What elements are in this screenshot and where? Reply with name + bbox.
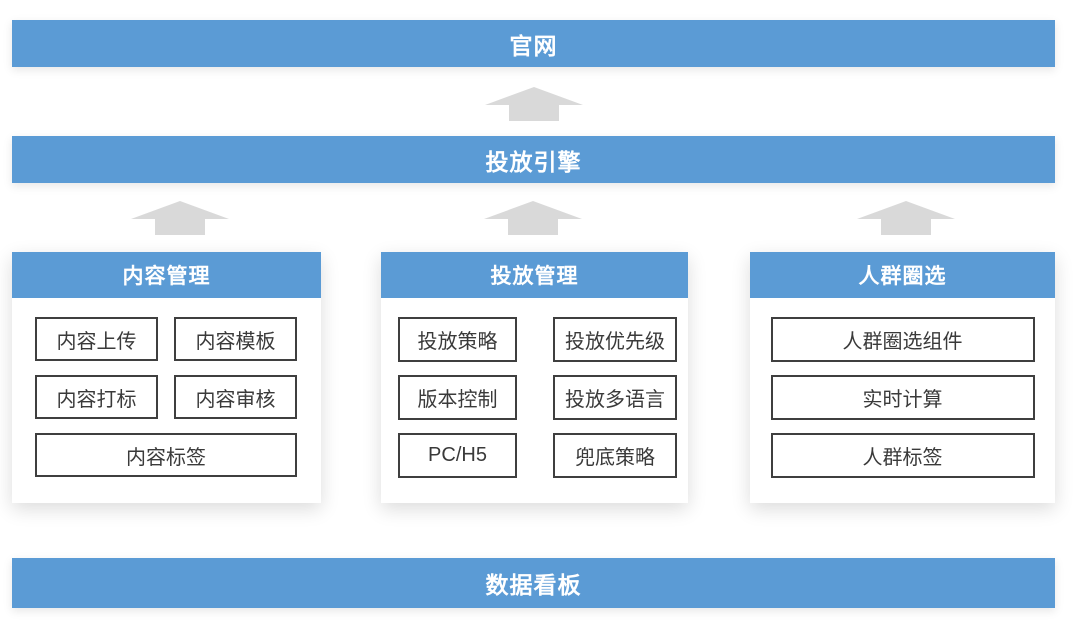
box-version-control: 版本控制 [398, 375, 517, 420]
content-management-column: 内容管理 内容上传 内容模板 内容打标 内容审核 内容标签 [12, 252, 321, 503]
box-delivery-multilanguage: 投放多语言 [553, 375, 677, 420]
box-delivery-priority: 投放优先级 [553, 317, 677, 362]
box-delivery-strategy: 投放策略 [398, 317, 517, 362]
delivery-management-body: 投放策略 投放优先级 版本控制 投放多语言 PC/H5 兜底策略 [381, 298, 688, 478]
audience-selection-column: 人群圈选 人群圈选组件 实时计算 人群标签 [750, 252, 1055, 503]
box-pc-h5: PC/H5 [398, 433, 517, 478]
arrow-stem [881, 219, 931, 235]
column-title: 内容管理 [122, 265, 211, 288]
arrow-stem [155, 219, 205, 235]
arrow-stem [509, 105, 559, 121]
up-arrow-icon [485, 87, 583, 121]
up-arrow-icon [484, 201, 582, 235]
column-title: 人群圈选 [858, 265, 947, 288]
box-realtime-computing: 实时计算 [770, 375, 1035, 420]
box-content-label: 内容标签 [35, 433, 297, 477]
box-audience-label: 人群标签 [770, 433, 1035, 478]
up-arrow-icon [857, 201, 955, 235]
audience-selection-header: 人群圈选 [750, 252, 1055, 298]
arrow-head [485, 87, 583, 105]
delivery-engine-bar: 投放引擎 [12, 136, 1055, 183]
content-management-body: 内容上传 内容模板 内容打标 内容审核 内容标签 [12, 298, 321, 477]
box-content-review: 内容审核 [174, 375, 297, 419]
data-dashboard-bar: 数据看板 [12, 558, 1055, 608]
arrow-stem [508, 219, 558, 235]
audience-selection-body: 人群圈选组件 实时计算 人群标签 [750, 298, 1055, 478]
box-content-template: 内容模板 [174, 317, 297, 361]
content-management-header: 内容管理 [12, 252, 321, 298]
official-site-label: 官网 [509, 32, 558, 59]
box-fallback-strategy: 兜底策略 [553, 433, 677, 478]
column-title: 投放管理 [490, 265, 579, 288]
box-content-tagging: 内容打标 [35, 375, 158, 419]
delivery-management-header: 投放管理 [381, 252, 688, 298]
arrow-head [484, 201, 582, 219]
box-audience-selection-component: 人群圈选组件 [770, 317, 1035, 362]
arrow-head [857, 201, 955, 219]
box-content-upload: 内容上传 [35, 317, 158, 361]
data-dashboard-label: 数据看板 [485, 572, 582, 598]
arrow-head [131, 201, 229, 219]
delivery-management-column: 投放管理 投放策略 投放优先级 版本控制 投放多语言 PC/H5 兜底策略 [381, 252, 688, 503]
delivery-engine-label: 投放引擎 [485, 148, 582, 175]
official-site-bar: 官网 [12, 20, 1055, 67]
up-arrow-icon [131, 201, 229, 235]
